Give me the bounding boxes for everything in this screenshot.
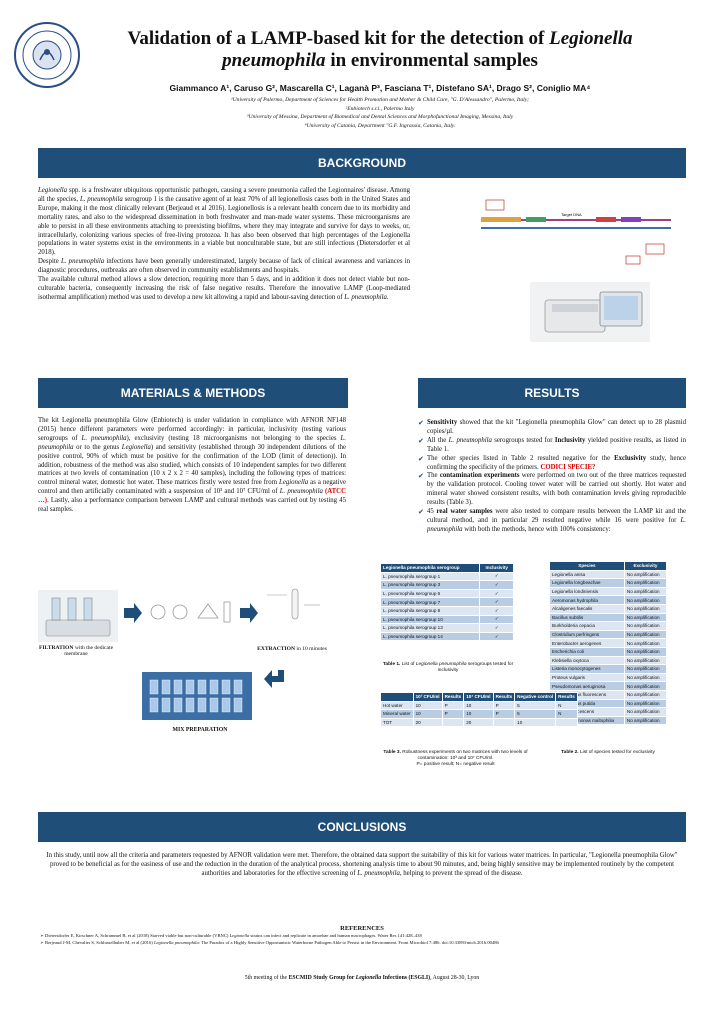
table-row: L. pneumophila serogroup 10✓ [379,614,514,625]
result-exclusivity: The other species listed in Table 2 resu… [418,455,686,473]
methods-banner: MATERIALS & METHODS [38,378,348,408]
affiliations: ¹University of Palermo, Department of Sc… [230,97,530,129]
poster-title: Validation of a LAMP-based kit for the d… [127,28,633,71]
arrow-right-icon [124,603,142,623]
footer-meeting: 5th meeting of the ESCMID Study Group fo… [244,975,480,981]
result-real-samples: 45 real water samples were also tested t… [418,508,686,535]
extraction-label: EXTRACTION in 10 minutes [257,646,327,652]
university-seal-logo [14,22,80,88]
table-row: L. pneumophila serogroup 8✓ [379,605,514,616]
table-row: L. pneumophila serogroup 13✓ [379,623,514,633]
references-list: ➢ Dietersdorfer E, Kirschner A, Schramme… [40,933,684,946]
results-list: Sensitivity showed that the kit "Legione… [418,419,686,535]
reference-item: ➢ Dietersdorfer E, Kirschner A, Schramme… [40,933,422,938]
mix-preparation-photo [142,672,252,720]
device-photo [530,282,650,342]
extraction-tube-icon [267,588,320,620]
authors: Giammanco A¹, Caruso G², Mascarella C¹, … [169,83,591,93]
results-banner: RESULTS [418,378,686,408]
references-title: REFERENCES [340,925,384,932]
reference-item: ➢ Berjeaud J-M, Chevalier S, Schlusselhu… [40,939,499,945]
table-row: L. pneumophila serogroup 1✓ [379,571,514,582]
mix-preparation-label: MIX PREPARATION [172,727,228,733]
arrow-right-icon [240,603,258,623]
table-row: L. pneumophila serogroup 14✓ [379,631,514,642]
conclusions-banner: CONCLUSIONS [38,812,686,842]
background-text: Legionella spp. is a freshwater ubiquito… [38,187,411,301]
table-row: L. pneumophila serogroup 6✓ [379,588,514,599]
result-sensitivity: Sensitivity showed that the kit "Legione… [418,419,686,437]
table1-caption: Table 1. List of Legionella pneumophila … [382,662,514,673]
conclusions-text: In this study, until now all the criteri… [46,852,678,877]
filtration-photo [38,590,118,642]
filtration-label: FILTRATION with the dedicate membrane [38,645,114,657]
table-row: L. pneumophila serogroup 3✓ [379,580,514,590]
table-row: L. pneumophila serogroup 7✓ [379,597,514,607]
table2-caption: Table 2. List of species tested for excl… [561,750,655,755]
methods-text: The kit Legionella pneumophila Glow (Enb… [38,417,347,514]
lamp-primer-diagram: Target DNA [481,199,671,265]
table3-caption: Table 3. Robustness experiments on two m… [383,750,528,767]
membrane-sequence-icon [150,601,231,623]
background-banner: BACKGROUND [38,148,686,178]
result-inclusivity: All the L. pneumophila serogroups tested… [418,437,686,455]
result-contamination: The contamination experiments were perfo… [418,472,686,508]
diagram-target-label: Target DNA [561,212,582,217]
arrow-curve-left-icon [264,670,284,688]
